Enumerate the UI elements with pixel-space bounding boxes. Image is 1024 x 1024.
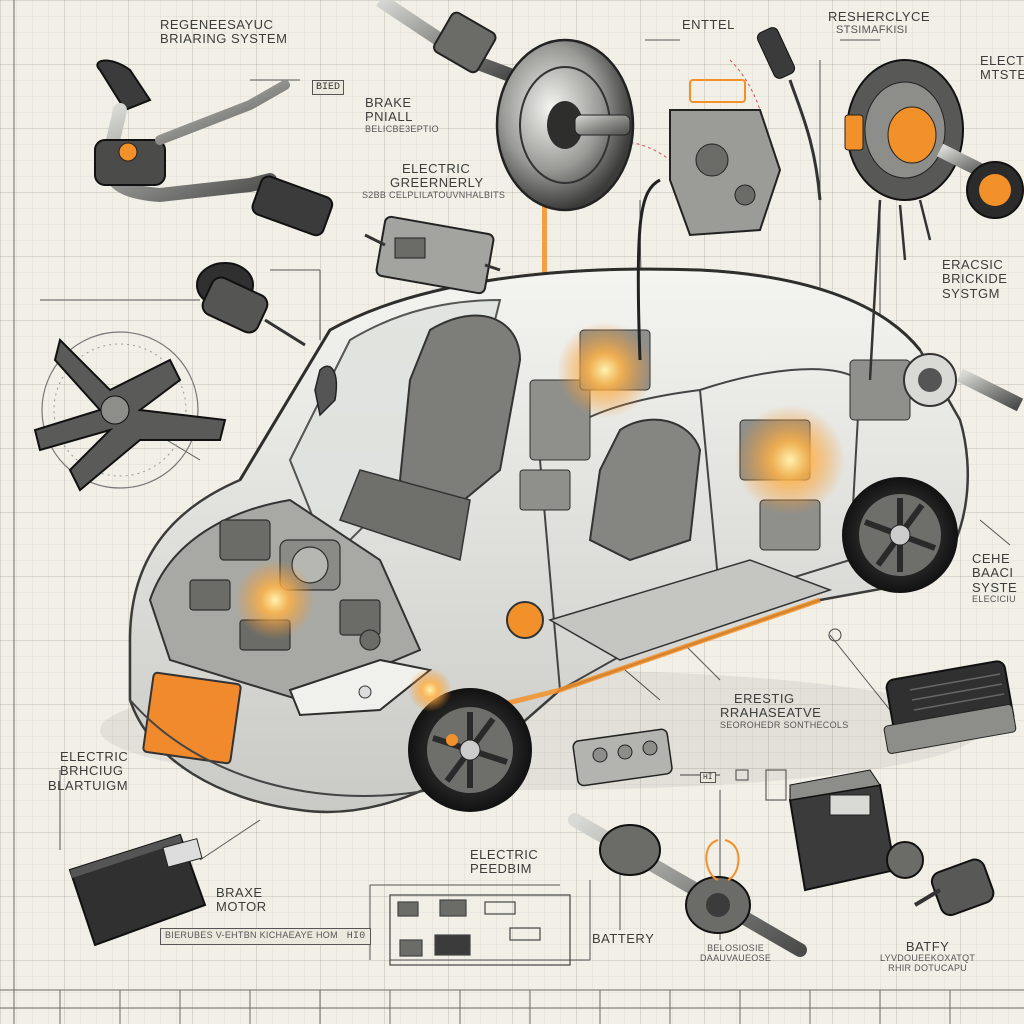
car-cutaway — [100, 267, 980, 814]
brake-caliper-bracket — [33, 331, 227, 492]
label-line: ERACSIC — [942, 257, 1004, 272]
label-line: ELECT — [980, 53, 1024, 68]
label-battery: BATTERY — [592, 931, 655, 946]
label-subtext: RHIR DOTUCAPU — [888, 963, 968, 974]
label-brake-motor: BRAXE MOTOR — [216, 885, 267, 915]
label-electric-braking: ELECTRIC BRHCIUG BLARTUIGM — [48, 749, 129, 793]
label-electric-greenerly: ELECTRIC GREERNERLY S2BB CELPLILATOUVNHA… — [362, 161, 506, 200]
label-line: BRAXE — [216, 885, 263, 900]
bottom-ruler-ticks — [59, 990, 951, 1024]
label-line: PNIALL — [365, 109, 413, 125]
side-mirror — [314, 365, 337, 417]
regen-controller-small — [364, 215, 501, 295]
brake-pedal-assembly — [94, 59, 334, 237]
label-batfy: BATFY LYVDOUEEKOXATQT RHIR DOTUCAPU — [880, 939, 976, 974]
label-subtext: BIERUBES V-EHTBN KICHAEAYE HOM — [165, 930, 338, 940]
label-brake-motor-sub: BIERUBES V-EHTBN KICHAEAYE HOM HI0 — [160, 928, 371, 945]
glow-motor — [235, 560, 315, 640]
axle-drive-shaft — [568, 813, 807, 957]
label-line: SYSTE — [972, 579, 1018, 595]
wheel-hub-sensor — [506, 601, 544, 639]
headlight — [288, 658, 433, 717]
label-subtext: LYVDOUEEKOXATQT — [880, 953, 976, 964]
brake-actuator-module — [636, 79, 782, 361]
label-regen-braking-system: REGENEESAYUC BRIARING SYSTEM — [160, 17, 288, 47]
label-line: BELOSIOSIE — [707, 943, 765, 953]
sensor-cable-top — [756, 27, 822, 201]
label-code: HI0 — [346, 931, 366, 942]
stamp-hi: HI — [700, 772, 716, 783]
motor-bay-components — [189, 519, 381, 651]
label-line: BLARTUIGM — [48, 777, 129, 793]
label-entel: ENTTEL — [682, 17, 735, 32]
glow-center — [557, 322, 653, 418]
schematic-inset — [389, 894, 571, 966]
license-plate — [142, 671, 242, 765]
brake-disc-rotor-top — [376, 0, 635, 212]
relay-cluster — [572, 728, 673, 787]
label-line: BAACI — [972, 565, 1014, 581]
label-line: MOTOR — [216, 899, 267, 915]
label-line: PEEDBIM — [470, 861, 533, 877]
battery-module-right — [883, 660, 1017, 754]
front-wheel — [408, 688, 532, 812]
floor-battery-pack — [548, 559, 833, 661]
label-line: SYSTGM — [942, 285, 1000, 301]
label-line: BRAKE — [365, 95, 412, 110]
label-line: BATFY — [905, 939, 950, 954]
label-line: ELECTRIC — [470, 847, 539, 862]
label-line: CEHE — [972, 551, 1011, 566]
rear-seat — [588, 418, 702, 562]
label-eracsic-system: ERACSIC BRICKIDE SYSTGM — [942, 257, 1008, 301]
label-belosiosie: BELOSIOSIE DAAUVAUEOSE — [700, 943, 772, 964]
label-line: RESHERCLYCE — [828, 9, 931, 24]
label-line: BRHCIUG — [60, 763, 124, 779]
label-subtext: ELECICIU — [972, 593, 1016, 604]
right-side-connector — [903, 353, 1024, 412]
label-cehe-system: CEHE BAACI SYSTE ELECICIU — [972, 551, 1018, 605]
glow-rear — [735, 405, 845, 515]
label-electric-peedbim: ELECTRIC PEEDBIM — [470, 847, 539, 877]
label-line: ELECTRIC — [60, 749, 129, 764]
wheel-speed-sensor-left — [196, 262, 306, 347]
stamp-bied: BIED — [312, 80, 345, 95]
label-line: GREERNERLY — [390, 175, 484, 191]
label-erestig-reactive: ERESTIG RRAHASEATVE SEOROHEDR SONTHECOLS — [720, 691, 849, 730]
plug-connector — [913, 858, 995, 917]
brake-motor-battery — [68, 833, 207, 947]
label-line: DAAUVAUEOSE — [700, 952, 772, 963]
label-line: ELECTRIC — [402, 161, 471, 176]
label-line: RRAHASEATVE — [720, 705, 822, 721]
label-line: REGENEESAYUC — [160, 17, 274, 32]
label-line: ERESTIG — [734, 691, 795, 706]
label-subtext: S2BB CELPLILATOUVNHALBITS — [362, 189, 506, 200]
label-subtext: STSIMAFKISI — [836, 24, 908, 37]
electric-motor-top-right — [844, 59, 1024, 381]
label-line: BRICKIDE — [942, 271, 1008, 287]
label-resherclyce: RESHERCLYCE STSIMAFKISI — [828, 9, 931, 37]
glow-floor — [408, 668, 452, 712]
label-brake-pedal: BRAKE PNIALL BELICBE3EPTIO — [365, 95, 439, 134]
control-unit-box — [788, 769, 924, 892]
label-elect-motor: ELECT MTSTE — [980, 53, 1024, 83]
rear-wheel — [842, 477, 958, 593]
label-subtext: SEOROHEDR SONTHECOLS — [720, 719, 849, 730]
label-line: MTSTE — [980, 67, 1024, 83]
label-line: BRIARING SYSTEM — [160, 31, 288, 47]
label-subtext: BELICBE3EPTIO — [365, 123, 439, 134]
